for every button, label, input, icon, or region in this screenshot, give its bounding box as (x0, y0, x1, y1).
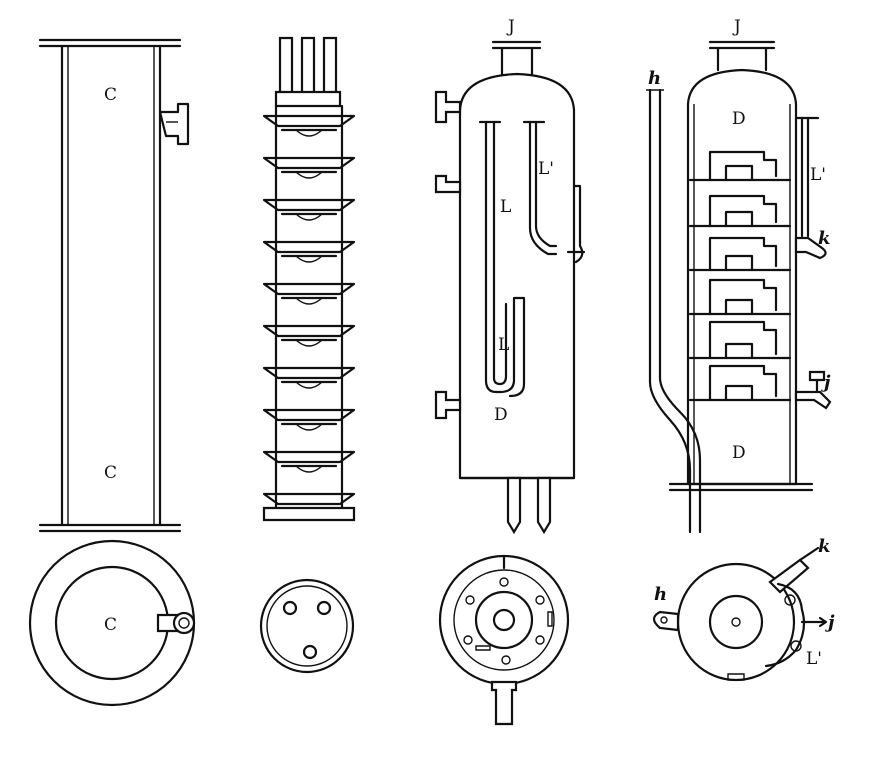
column-tap-j-label: j (821, 372, 831, 393)
column-inlet-label: J (732, 17, 741, 37)
plan-j-label: j (825, 612, 835, 633)
still-elevation (436, 42, 584, 532)
tube-bottom-label: C (104, 463, 117, 483)
plan-k-label: k (818, 536, 830, 557)
tube-top-label: C (104, 85, 117, 105)
still-plan (440, 556, 568, 724)
tube-plan-label: C (104, 615, 117, 635)
plan-h-label: h (654, 584, 667, 605)
still-tube-l-lower-label: L (498, 335, 509, 355)
column-top-label: D (732, 109, 746, 129)
column-pipe-label: h (648, 68, 661, 89)
column-tube-l-prime-label: L' (810, 165, 826, 185)
column-tap-k-label: k (818, 228, 830, 249)
tube-c-elevation (40, 40, 188, 531)
plate-stack-elevation (264, 38, 354, 520)
tube-c-plan (30, 541, 194, 705)
column-plan (654, 548, 826, 680)
still-tube-l-upper-label: L (500, 197, 511, 217)
plan-l-prime-label: L' (806, 649, 822, 669)
column-bottom-label: D (732, 443, 746, 463)
column-elevation (646, 42, 830, 532)
still-base-label: D (494, 405, 508, 425)
plate-stack-plan (261, 580, 353, 672)
still-inlet-label: J (506, 17, 515, 37)
still-tube-l-prime-label: L' (538, 159, 554, 179)
